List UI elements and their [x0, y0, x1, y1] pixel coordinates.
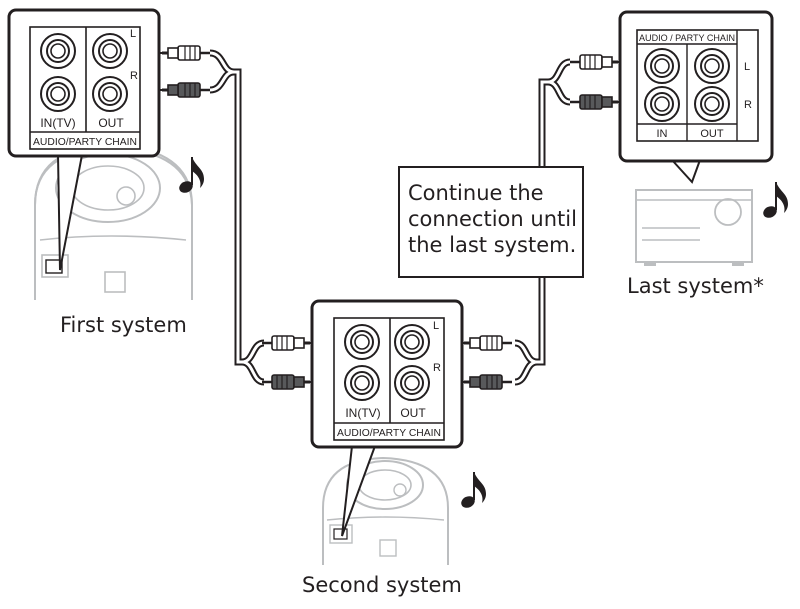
last-system-receiver: [635, 189, 753, 266]
first-plug-r: [160, 81, 212, 99]
second-out-plug-r: [462, 373, 514, 391]
last-in-l-socket: [644, 48, 680, 84]
second-out-l-socket: [394, 324, 430, 360]
last-plug-l: [568, 53, 620, 71]
first-in-l-socket: [40, 33, 76, 69]
last-system-plugs: [568, 53, 620, 111]
first-out-r-socket: [92, 76, 128, 112]
second-in-l-socket: [344, 324, 380, 360]
second-system-caption: Second system: [302, 573, 462, 597]
last-panel-label-r: R: [744, 99, 752, 111]
first-panel-label-in: IN(TV): [40, 116, 75, 130]
first-system-caption: First system: [60, 313, 187, 337]
last-system-callout-pointer: [671, 159, 701, 184]
cable-first-to-second: [209, 49, 265, 386]
last-music-note-icon: [760, 181, 789, 221]
continue-note-line-1: Continue the: [408, 181, 544, 205]
last-out-l-socket: [694, 48, 730, 84]
second-panel-label-r: R: [433, 362, 441, 374]
continue-note-line-2: connection until: [408, 207, 577, 231]
last-system-panel: AUDIO / PARTY CHAIN L R IN OUT: [618, 10, 774, 163]
second-system-panel: L R IN(TV) OUT AUDIO/PARTY CHAIN: [310, 299, 464, 449]
second-panel-label-chain: AUDIO/PARTY CHAIN: [337, 427, 441, 439]
last-out-r-socket: [694, 86, 730, 122]
first-system-callout-pointer: [57, 154, 83, 271]
second-in-plug-l: [260, 334, 312, 352]
first-in-r-socket: [40, 76, 76, 112]
second-music-note-icon: [458, 471, 487, 511]
second-panel-label-in: IN(TV): [345, 406, 380, 420]
second-system-callout-pointer: [341, 445, 376, 537]
second-panel-label-l: L: [433, 320, 439, 332]
first-plug-l: [160, 44, 212, 62]
first-panel-label-l: L: [130, 28, 136, 40]
continue-note-line-3: the last system.: [408, 233, 577, 257]
second-panel-label-out: OUT: [400, 406, 426, 420]
second-system-speaker: [322, 456, 449, 565]
last-plug-r: [568, 93, 620, 111]
last-panel-label-chain: AUDIO / PARTY CHAIN: [639, 33, 735, 44]
last-panel-label-in: IN: [657, 128, 668, 140]
last-system-caption: Last system*: [627, 274, 764, 298]
second-system-plugs: [260, 334, 514, 391]
second-in-r-socket: [344, 365, 380, 401]
first-panel-label-r: R: [130, 70, 138, 82]
first-panel-label-out: OUT: [98, 116, 124, 130]
continue-note: Continue the connection until the last s…: [398, 166, 584, 278]
last-panel-label-l: L: [744, 61, 750, 73]
last-in-r-socket: [644, 86, 680, 122]
first-panel-label-chain: AUDIO/PARTY CHAIN: [33, 136, 137, 148]
second-in-plug-r: [260, 373, 312, 391]
last-panel-label-out: OUT: [700, 128, 724, 140]
first-out-l-socket: [92, 33, 128, 69]
first-system-plugs: [159, 44, 212, 99]
second-out-plug-l: [462, 334, 514, 352]
second-out-r-socket: [394, 365, 430, 401]
first-system-panel: L R IN(TV) OUT AUDIO/PARTY CHAIN: [7, 8, 161, 158]
